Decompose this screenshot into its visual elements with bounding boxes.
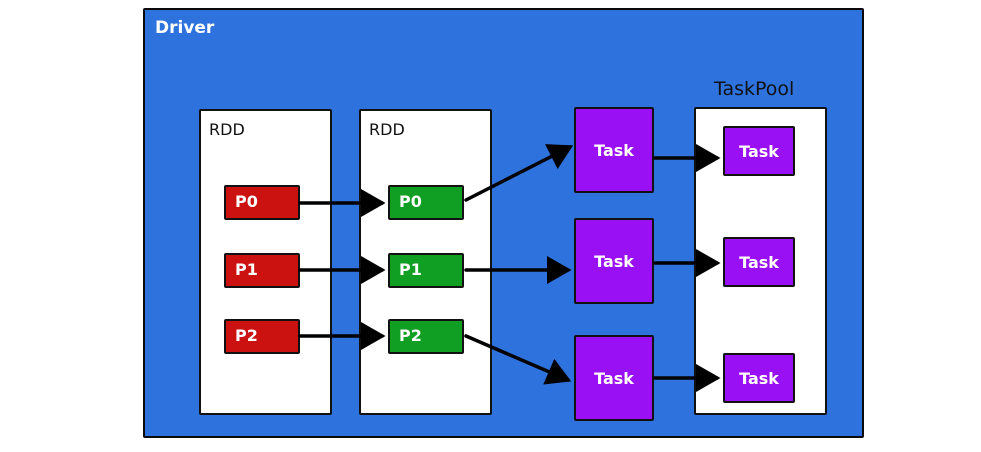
task-box-2: Task [574, 218, 654, 304]
driver-label: Driver [155, 18, 215, 38]
task-pool-label: TaskPool [714, 78, 795, 100]
task-pool-task-1: Task [723, 126, 795, 176]
task-pool-task-2: Task [723, 237, 795, 287]
rdd-target-partition-p0: P0 [388, 185, 464, 220]
rdd-source-partition-p2: P2 [224, 319, 300, 354]
rdd-source-partition-p0: P0 [224, 185, 300, 220]
rdd-source-label: RDD [209, 120, 245, 139]
task-box-3: Task [574, 335, 654, 421]
rdd-target-label: RDD [369, 120, 405, 139]
task-pool-task-3: Task [723, 353, 795, 403]
rdd-target-partition-p1: P1 [388, 253, 464, 288]
rdd-source-partition-p1: P1 [224, 253, 300, 288]
rdd-target-partition-p2: P2 [388, 319, 464, 354]
task-box-1: Task [574, 107, 654, 193]
